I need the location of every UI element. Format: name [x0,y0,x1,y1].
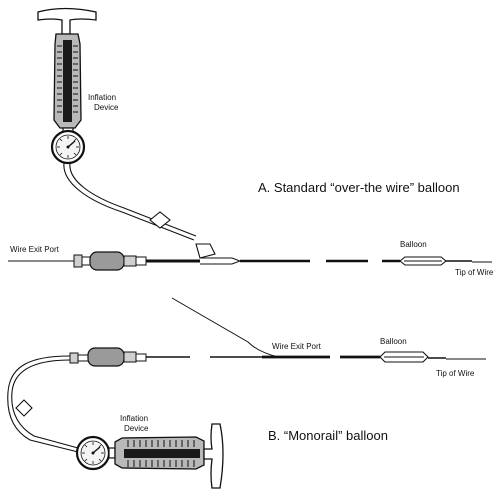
inflation-device-b [75,423,224,489]
plunger-b [124,449,200,458]
caption-b: B. “Monorail” balloon [268,428,388,443]
inflation-device-label-a-2: Device [94,103,119,112]
catheter-shaft-a [146,257,472,265]
tubing-connector-a [149,211,171,229]
catheter-shaft-b [146,355,446,359]
balloon-label-b: Balloon [380,337,407,346]
inflation-tubing-a [63,162,197,241]
balloon-b [379,351,429,363]
balloon-label-a: Balloon [400,240,427,249]
inflation-device-label-a: Inflation [88,93,116,102]
guidewire-b [171,297,279,358]
barrel-scale-a [57,45,78,113]
gauge-needle-b [92,446,101,454]
caption-a: A. Standard “over-the wire” balloon [258,180,460,195]
wire-exit-port-label-b: Wire Exit Port [272,342,322,351]
proximal-hub-a [73,251,147,271]
wire-exit-port-label-a: Wire Exit Port [10,245,60,254]
gauge-needle-a [67,140,76,148]
balloon-a [399,256,447,266]
inflation-device-label-b-2: Device [124,424,149,433]
t-handle-a [37,7,97,35]
diagram-a: Inflation Device [8,7,494,277]
inflation-device-a [37,7,97,165]
t-handle-b [203,423,224,489]
inflation-tubing-b [7,355,79,453]
barrel-scale-b [127,440,195,467]
plunger-a [63,40,72,122]
tip-of-wire-label-b: Tip of Wire [436,369,475,378]
tip-of-wire-label-a: Tip of Wire [455,268,494,277]
side-arm-hub-a [195,243,216,259]
proximal-hub-b [69,347,147,367]
inflation-device-label-b: Inflation [120,414,148,423]
diagram-b: Inflation Device Wire Exit Port Balloon … [7,297,486,489]
tubing-connector-b [15,399,33,417]
